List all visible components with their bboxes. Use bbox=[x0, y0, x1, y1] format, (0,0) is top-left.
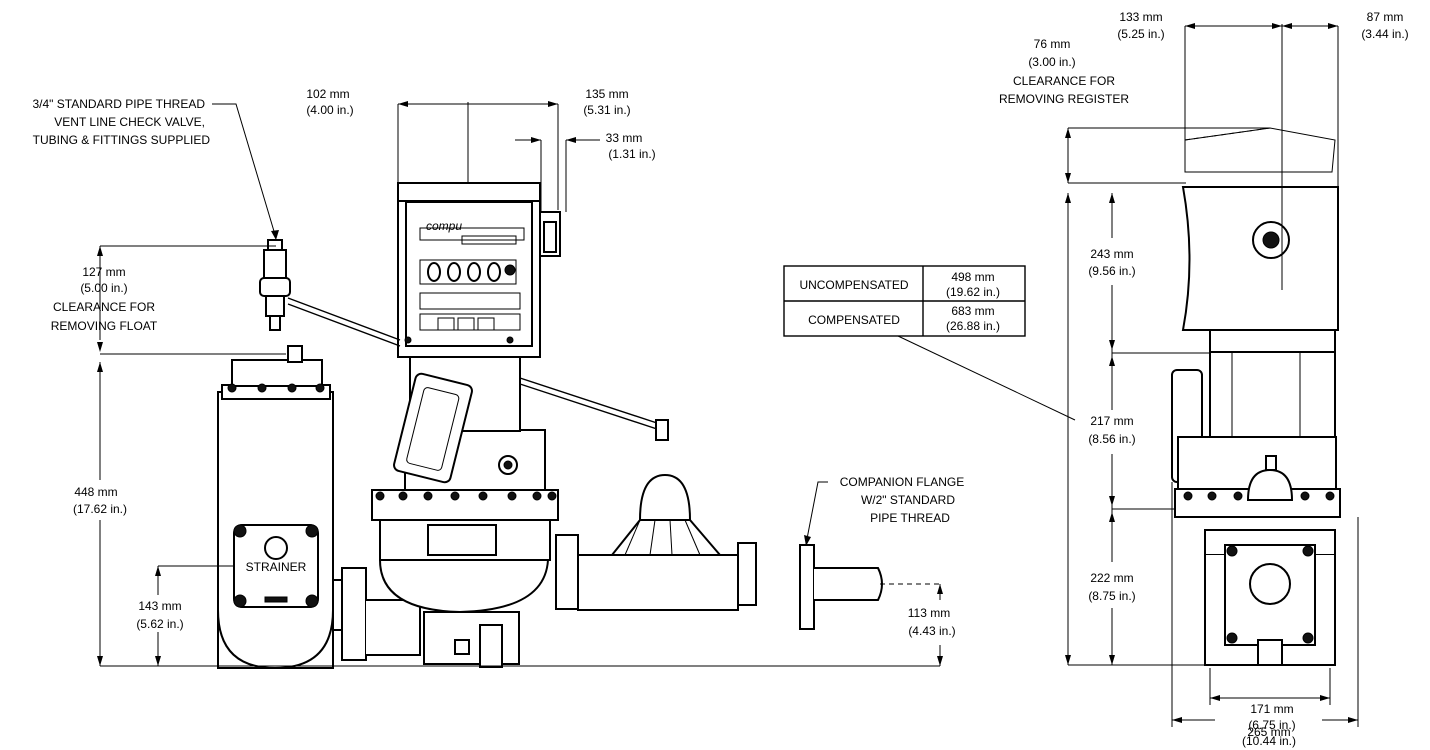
dim-243-mm: 243 mm bbox=[1090, 247, 1133, 261]
table-row-compensated-label: COMPENSATED bbox=[808, 313, 900, 327]
dim-217-mm: 217 mm bbox=[1090, 414, 1133, 428]
dim-133-mm: 133 mm bbox=[1119, 10, 1162, 24]
table-row-compensated-in: (26.88 in.) bbox=[946, 319, 1000, 333]
dimension-lines bbox=[97, 23, 1359, 727]
dim-113: 113 mm (4.43 in.) bbox=[908, 606, 956, 638]
float-clearance-text-1: CLEARANCE FOR bbox=[53, 300, 155, 314]
dim-265-mm: 265 mm bbox=[1247, 725, 1290, 739]
dim-143-in: (5.62 in.) bbox=[136, 617, 183, 631]
table-row-uncompensated-in: (19.62 in.) bbox=[946, 285, 1000, 299]
dim-265-in: (10.44 in.) bbox=[1242, 734, 1296, 748]
dim-243-in: (9.56 in.) bbox=[1088, 264, 1135, 278]
dim-222-mm: 222 mm bbox=[1090, 571, 1133, 585]
dim-133: 133 mm (5.25 in.) bbox=[1117, 10, 1164, 41]
dim-243: 243 mm (9.56 in.) bbox=[1088, 247, 1135, 278]
register-clearance-text-2: REMOVING REGISTER bbox=[999, 92, 1129, 106]
register-counter bbox=[419, 259, 517, 285]
register-clearance-text-1: CLEARANCE FOR bbox=[1013, 74, 1115, 88]
register-clearance-mm: 76 mm bbox=[1034, 37, 1071, 51]
dim-135: 135 mm (5.31 in.) bbox=[583, 87, 630, 117]
dim-143-mm: 143 mm bbox=[138, 599, 181, 613]
dim-33-in: (1.31 in.) bbox=[608, 147, 655, 161]
dim-102-in: (4.00 in.) bbox=[306, 103, 353, 117]
dim-102: 102 mm (4.00 in.) bbox=[306, 87, 353, 117]
dim-135-mm: 135 mm bbox=[585, 87, 628, 101]
dim-143: 143 mm (5.62 in.) bbox=[136, 599, 183, 631]
dim-87: 87 mm (3.44 in.) bbox=[1361, 10, 1408, 41]
dim-133-in: (5.25 in.) bbox=[1117, 27, 1164, 41]
front-view: compu bbox=[217, 182, 940, 670]
callout-vent-line: 3/4" STANDARD PIPE THREAD VENT LINE CHEC… bbox=[32, 97, 210, 147]
vent-check-valve bbox=[259, 239, 669, 441]
height-table: UNCOMPENSATED 498 mm (19.62 in.) COMPENS… bbox=[783, 265, 1026, 337]
vent-line-text-2: VENT LINE CHECK VALVE, bbox=[54, 115, 205, 129]
dim-448-mm: 448 mm bbox=[74, 485, 117, 499]
dim-87-in: (3.44 in.) bbox=[1361, 27, 1408, 41]
companion-flange bbox=[799, 544, 815, 630]
vent-line-text-1: 3/4" STANDARD PIPE THREAD bbox=[32, 97, 205, 111]
inlet-pipe bbox=[332, 567, 421, 661]
dim-171: 171 mm (6.75 in.) bbox=[1248, 702, 1295, 732]
side-register-head bbox=[1181, 186, 1339, 331]
side-view bbox=[1171, 127, 1341, 666]
strainer-housing bbox=[217, 345, 334, 670]
callout-float-clearance: 127 mm (5.00 in.) CLEARANCE FOR REMOVING… bbox=[51, 265, 158, 333]
meter-body bbox=[371, 354, 559, 668]
dim-171-in: (6.75 in.) bbox=[1248, 718, 1295, 732]
dim-448-in: (17.62 in.) bbox=[73, 502, 127, 516]
dim-448: 448 mm (17.62 in.) bbox=[73, 485, 127, 516]
companion-flange-text-1: COMPANION FLANGE bbox=[840, 475, 964, 489]
vent-line-text-3: TUBING & FITTINGS SUPPLIED bbox=[33, 133, 211, 147]
register-head: compu bbox=[397, 182, 561, 358]
dim-171-mm: 171 mm bbox=[1250, 702, 1293, 716]
dim-217: 217 mm (8.56 in.) bbox=[1088, 414, 1135, 446]
dim-217-in: (8.56 in.) bbox=[1088, 432, 1135, 446]
float-clearance-in: (5.00 in.) bbox=[80, 281, 127, 295]
strainer-label: STRAINER bbox=[246, 560, 307, 574]
dim-265: 265 mm (10.44 in.) bbox=[1242, 725, 1296, 748]
companion-flange-text-3: PIPE THREAD bbox=[870, 511, 950, 525]
table-row-compensated-mm: 683 mm bbox=[951, 304, 994, 318]
table-row-uncompensated-label: UNCOMPENSATED bbox=[799, 278, 908, 292]
dim-33-mm: 33 mm bbox=[606, 131, 643, 145]
float-clearance-mm: 127 mm bbox=[82, 265, 125, 279]
table-row-uncompensated-mm: 498 mm bbox=[951, 270, 994, 284]
register-clearance-in: (3.00 in.) bbox=[1028, 55, 1075, 69]
dim-102-mm: 102 mm bbox=[306, 87, 349, 101]
svg-text:compu: compu bbox=[426, 219, 462, 233]
callout-register-clearance: 76 mm (3.00 in.) CLEARANCE FOR REMOVING … bbox=[999, 37, 1129, 106]
outlet-assembly bbox=[555, 473, 940, 630]
dim-222: 222 mm (8.75 in.) bbox=[1088, 571, 1135, 603]
dim-222-in: (8.75 in.) bbox=[1088, 589, 1135, 603]
float-clearance-text-2: REMOVING FLOAT bbox=[51, 319, 158, 333]
dim-113-in: (4.43 in.) bbox=[908, 624, 955, 638]
dim-33: 33 mm (1.31 in.) bbox=[606, 131, 656, 161]
dim-87-mm: 87 mm bbox=[1367, 10, 1404, 24]
dim-135-in: (5.31 in.) bbox=[583, 103, 630, 117]
callout-companion-flange: COMPANION FLANGE W/2" STANDARD PIPE THRE… bbox=[840, 475, 964, 525]
dim-113-mm: 113 mm bbox=[908, 606, 950, 620]
companion-flange-text-2: W/2" STANDARD bbox=[861, 493, 955, 507]
